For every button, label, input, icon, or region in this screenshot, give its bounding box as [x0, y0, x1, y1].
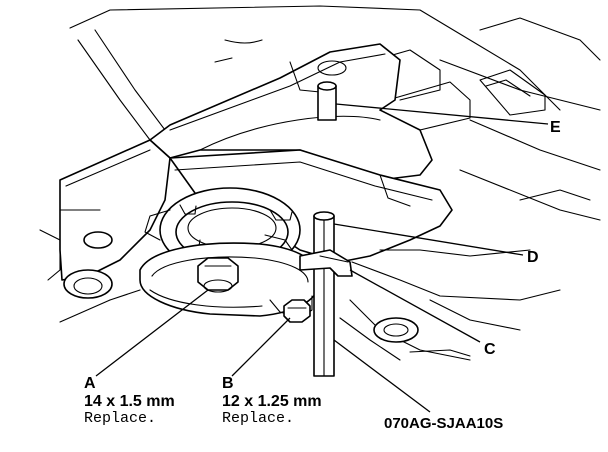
leader-c — [349, 269, 481, 343]
leader-d — [333, 223, 524, 256]
body-frame — [69, 5, 601, 221]
callout-a-note: Replace. — [84, 410, 156, 427]
bracket-clip — [299, 249, 353, 277]
callout-a-label: A — [84, 375, 96, 392]
subframe-arm — [39, 139, 171, 323]
lower-frame — [339, 249, 561, 361]
callout-b-note: Replace. — [222, 410, 294, 427]
leader-lines — [95, 103, 549, 413]
callout-c-label: C — [484, 341, 496, 358]
callout-d-label: D — [527, 249, 539, 266]
bolt-b — [283, 299, 311, 323]
callout-e-label: E — [550, 119, 561, 136]
upper-bracket — [149, 43, 433, 181]
support-rod — [313, 211, 335, 377]
leader-a — [95, 289, 209, 377]
leader-b — [231, 317, 291, 377]
stud-e — [317, 81, 337, 121]
leader-rod — [333, 339, 431, 413]
leader-e — [335, 103, 549, 125]
figure-code: 070AG-SJAA10S — [384, 415, 503, 432]
callout-a-size: 14 x 1.5 mm — [84, 393, 175, 410]
bolt-a — [197, 257, 239, 293]
callout-b-label: B — [222, 375, 234, 392]
callout-b-size: 12 x 1.25 mm — [222, 393, 322, 410]
